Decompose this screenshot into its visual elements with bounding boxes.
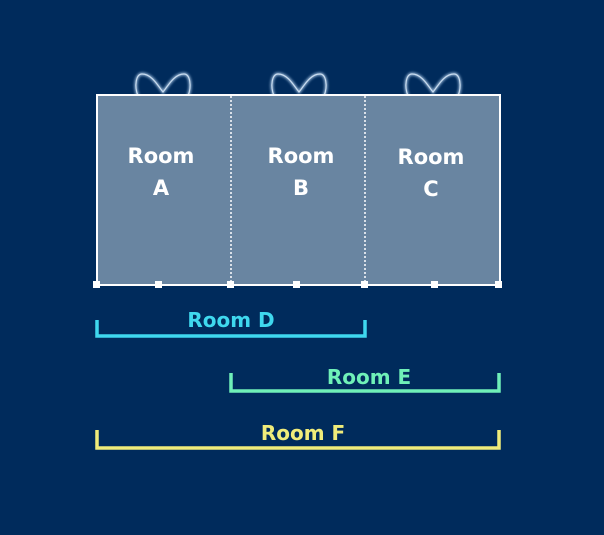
room-c-label: Room C — [371, 141, 491, 205]
room-a-letter: A — [152, 176, 170, 200]
room-e-bracket — [229, 373, 501, 393]
door-markers — [93, 281, 502, 288]
room-d-bracket — [95, 320, 367, 338]
room-a-label: Room A — [101, 140, 221, 204]
room-c-name: Room — [397, 145, 465, 169]
room-e-label: Room E — [326, 365, 412, 389]
room-c-letter: C — [423, 177, 439, 201]
room-c-area — [365, 95, 500, 285]
room-b-name: Room — [267, 144, 335, 168]
room-d-label: Room D — [187, 308, 275, 332]
room-b-letter: B — [292, 176, 309, 200]
room-f-bracket — [95, 430, 501, 450]
room-a-area — [97, 95, 231, 285]
speaker-icon-a — [134, 72, 192, 97]
room-b-area — [231, 95, 365, 285]
speaker-icon-c — [404, 72, 462, 97]
room-a-name: Room — [127, 144, 195, 168]
speaker-icon-b — [270, 72, 328, 97]
room-f-label: Room F — [260, 421, 346, 445]
room-b-label: Room B — [241, 140, 361, 204]
